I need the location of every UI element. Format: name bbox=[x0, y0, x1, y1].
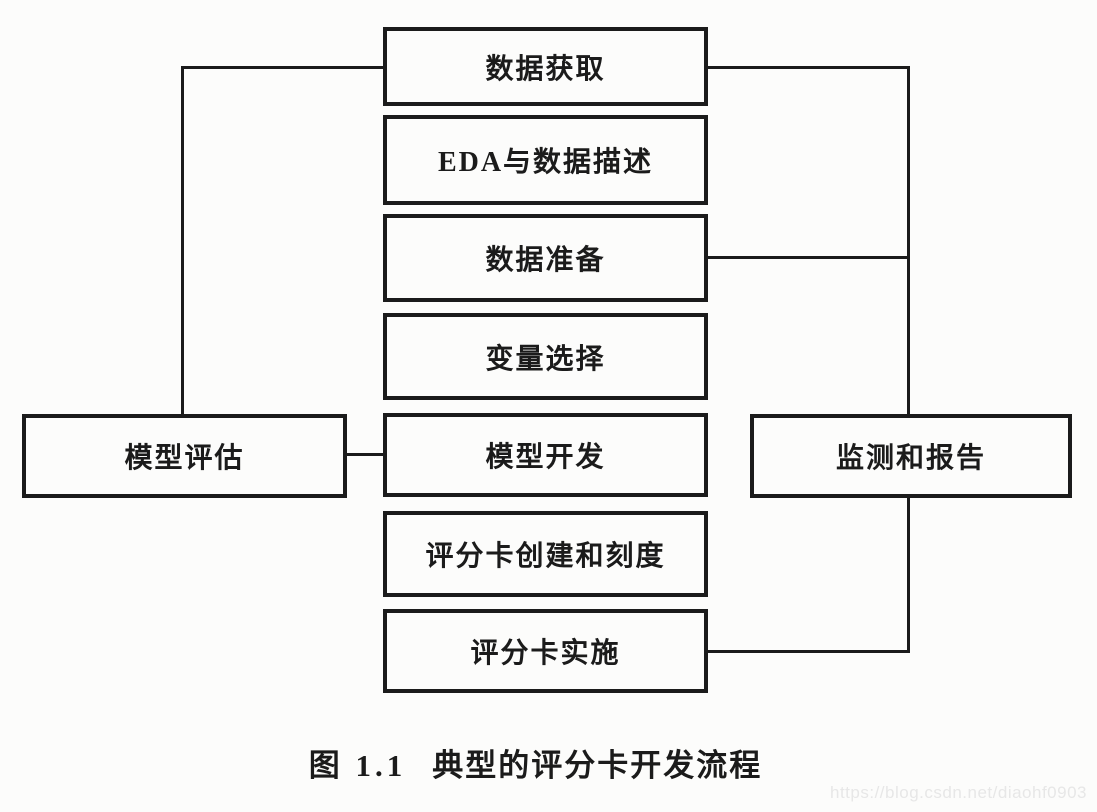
node-data-preparation: 数据准备 bbox=[383, 214, 708, 302]
node-model-evaluation: 模型评估 bbox=[22, 414, 347, 498]
node-monitoring-reporting-label: 监测和报告 bbox=[835, 443, 986, 474]
node-data-acquisition-label: 数据获取 bbox=[485, 53, 606, 85]
node-model-evaluation-label: 模型评估 bbox=[124, 443, 245, 474]
connector-implementation-to-right-horizontal bbox=[707, 650, 910, 653]
connector-left-vertical bbox=[181, 66, 184, 415]
node-data-acquisition: 数据获取 bbox=[383, 27, 708, 106]
figure-caption-title: 典型的评分卡开发流程 bbox=[432, 748, 763, 783]
connector-evaluation-to-development-horizontal bbox=[346, 453, 384, 456]
node-monitoring-reporting: 监测和报告 bbox=[750, 414, 1072, 498]
node-scorecard-implementation: 评分卡实施 bbox=[383, 609, 708, 693]
figure-caption: 图 1.1 典型的评分卡开发流程 bbox=[0, 740, 1097, 785]
node-scorecard-implementation-label: 评分卡实施 bbox=[470, 638, 621, 669]
node-model-development-label: 模型开发 bbox=[485, 442, 606, 473]
node-eda-data-description: EDA与数据描述 bbox=[383, 115, 708, 205]
node-model-development: 模型开发 bbox=[383, 413, 708, 497]
figure-caption-number: 图 1.1 bbox=[308, 748, 407, 783]
connector-preparation-to-right-horizontal bbox=[707, 256, 910, 259]
node-scorecard-creation-scaling-label: 评分卡创建和刻度 bbox=[425, 541, 666, 572]
node-eda-data-description-label: EDA与数据描述 bbox=[437, 147, 654, 178]
node-variable-selection: 变量选择 bbox=[383, 313, 708, 400]
node-data-preparation-label: 数据准备 bbox=[485, 245, 606, 276]
connector-right-vertical-upper bbox=[907, 66, 910, 415]
connector-right-vertical-lower bbox=[907, 497, 910, 653]
connector-acquisition-to-left-horizontal bbox=[181, 66, 384, 69]
node-variable-selection-label: 变量选择 bbox=[485, 343, 606, 375]
node-scorecard-creation-scaling: 评分卡创建和刻度 bbox=[383, 511, 708, 597]
connector-acquisition-to-right-horizontal bbox=[707, 66, 910, 69]
watermark-url: https://blog.csdn.net/diaohf0903 bbox=[829, 783, 1087, 802]
